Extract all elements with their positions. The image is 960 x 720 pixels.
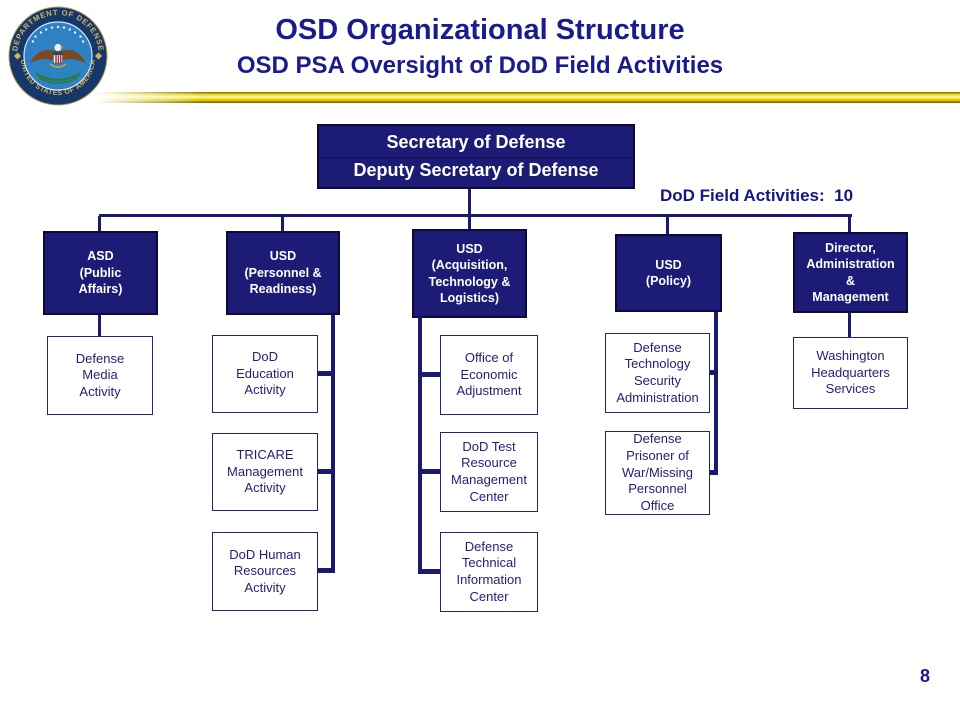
connector-drop-3 bbox=[468, 216, 471, 230]
page-title: OSD Organizational Structure bbox=[275, 14, 685, 46]
root-line-2: Deputy Secretary of Defense bbox=[353, 160, 599, 180]
connector-drop-1 bbox=[98, 216, 101, 232]
connector-col4-stub-1 bbox=[709, 370, 716, 375]
branch-box-usd-personnel-readiness: USD (Personnel & Readiness) bbox=[226, 231, 340, 315]
connector-col3-stub-1 bbox=[420, 372, 440, 377]
seal-eagle bbox=[30, 43, 86, 84]
child-box-defense-technology-security-administration: Defense Technology Security Administrati… bbox=[605, 333, 710, 413]
gold-divider bbox=[95, 92, 960, 103]
connector-col2-stub-1 bbox=[318, 371, 335, 376]
child-box-defense-pow-missing-personnel-office: Defense Prisoner of War/Missing Personne… bbox=[605, 431, 710, 515]
connector-col3-stub-3 bbox=[420, 569, 440, 574]
connector-tree-horizontal bbox=[99, 214, 852, 217]
branch-box-director-admin-mgmt: Director, Administration & Management bbox=[793, 232, 908, 313]
connector-col5-drop bbox=[848, 313, 851, 337]
root-line-1: Secretary of Defense bbox=[386, 132, 566, 152]
connector-col3-stub-2 bbox=[420, 469, 440, 474]
root-box-divider bbox=[321, 156, 631, 158]
connector-drop-5 bbox=[848, 216, 851, 233]
dod-seal: DEPARTMENT OF DEFENSE UNITED STATES OF A… bbox=[8, 6, 108, 106]
seal-stars bbox=[31, 25, 85, 43]
root-box-secretary: Secretary of Defense Deputy Secretary of… bbox=[317, 124, 635, 189]
connector-root-drop bbox=[468, 189, 471, 215]
connector-col4-spine bbox=[714, 312, 718, 475]
connector-col3-spine bbox=[418, 317, 422, 574]
page-number: 8 bbox=[919, 666, 930, 686]
connector-col2-stub-3 bbox=[318, 568, 335, 573]
child-box-office-of-economic-adjustment: Office of Economic Adjustment bbox=[440, 335, 538, 415]
branch-box-usd-atl: USD (Acquisition, Technology & Logistics… bbox=[412, 229, 527, 318]
child-box-dod-human-resources-activity: DoD Human Resources Activity bbox=[212, 532, 318, 611]
child-box-tricare-management-activity: TRICARE Management Activity bbox=[212, 433, 318, 511]
child-box-washington-headquarters-services: Washington Headquarters Services bbox=[793, 337, 908, 409]
branch-box-usd-policy: USD (Policy) bbox=[615, 234, 722, 312]
connector-col2-stub-2 bbox=[318, 469, 335, 474]
connector-drop-2 bbox=[281, 216, 284, 232]
page-subtitle: OSD PSA Oversight of DoD Field Activitie… bbox=[236, 52, 724, 79]
child-box-defense-media-activity: Defense Media Activity bbox=[47, 336, 153, 415]
connector-col1-drop bbox=[98, 315, 101, 336]
connector-col2-spine bbox=[331, 315, 335, 573]
child-box-dod-education-activity: DoD Education Activity bbox=[212, 335, 318, 413]
child-box-dod-test-resource-management-center: DoD Test Resource Management Center bbox=[440, 432, 538, 512]
connector-col4-stub-2 bbox=[709, 470, 716, 475]
child-box-defense-technical-information-center: Defense Technical Information Center bbox=[440, 532, 538, 612]
dod-seal-graphic: DEPARTMENT OF DEFENSE UNITED STATES OF A… bbox=[8, 6, 108, 106]
field-activities-count: DoD Field Activities: 10 bbox=[660, 186, 854, 205]
branch-box-asd-public-affairs: ASD (Public Affairs) bbox=[43, 231, 158, 315]
connector-drop-4 bbox=[666, 216, 669, 235]
